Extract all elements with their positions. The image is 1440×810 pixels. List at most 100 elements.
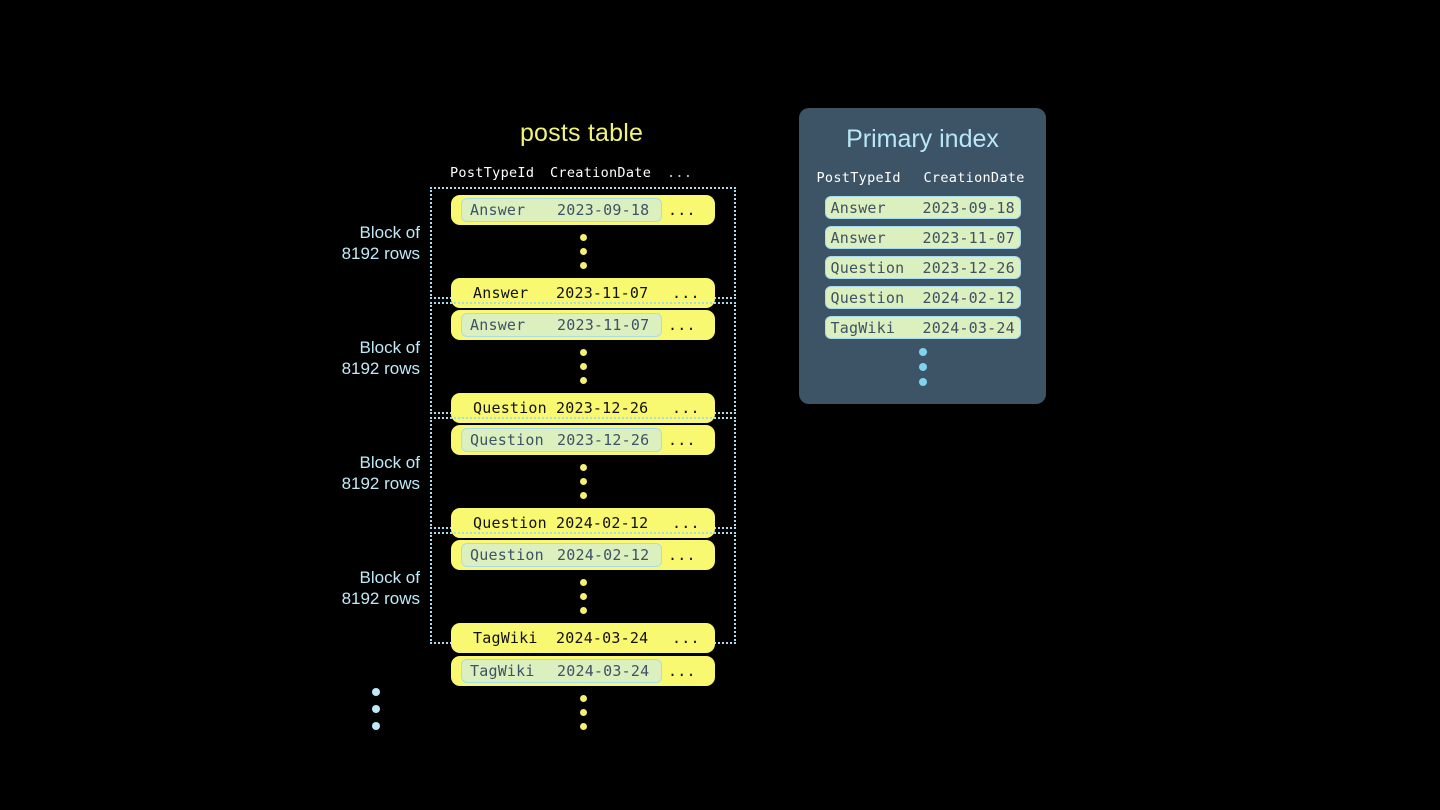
block-label-line1: Block of xyxy=(359,568,420,587)
cell-creationdate: 2024-02-12 xyxy=(922,288,1015,307)
posts-table-title: posts table xyxy=(519,119,644,147)
index-key-highlight: TagWiki 2024-03-24 xyxy=(461,659,662,683)
cell-posttypeid: TagWiki xyxy=(470,662,535,680)
trailing-row-group: TagWiki 2024-03-24 ... xyxy=(430,656,736,730)
table-row[interactable]: Answer 2023-09-18 ... xyxy=(451,195,715,225)
cell-posttypeid: TagWiki xyxy=(830,318,896,337)
cell-ellipsis: ... xyxy=(672,629,700,647)
table-row[interactable]: TagWiki 2024-03-24 ... xyxy=(451,656,715,686)
dot xyxy=(579,593,587,600)
cell-ellipsis: ... xyxy=(668,546,696,564)
row-ellipsis-dots xyxy=(432,464,734,499)
block-group: Block of 8192 rows Question 2023-12-26 .… xyxy=(342,417,736,538)
block-label-line2: 8192 rows xyxy=(341,474,420,493)
cell-creationdate: 2023-12-26 xyxy=(922,258,1015,277)
cell-creationdate: 2023-11-07 xyxy=(556,284,649,302)
cell-posttypeid: Answer xyxy=(470,201,526,219)
cell-ellipsis: ... xyxy=(672,514,700,532)
dot xyxy=(579,464,587,471)
dot xyxy=(579,492,587,499)
index-row[interactable]: Answer 2023-11-07 xyxy=(824,226,1021,249)
index-key-highlight: Question 2024-02-12 xyxy=(461,543,662,567)
index-ellipsis-dots xyxy=(799,348,1046,386)
dot xyxy=(579,349,587,356)
index-key-highlight: Answer 2023-09-18 xyxy=(461,198,662,222)
cell-creationdate: 2023-11-07 xyxy=(922,228,1015,247)
cell-ellipsis: ... xyxy=(668,201,696,219)
block-label-line1: Block of xyxy=(359,338,420,357)
cell-ellipsis: ... xyxy=(668,662,696,680)
index-key-highlight: Question 2023-12-26 xyxy=(461,428,662,452)
dot xyxy=(579,234,587,241)
cell-ellipsis: ... xyxy=(668,316,696,334)
block-label-line2: 8192 rows xyxy=(341,359,420,378)
block-group: Block of 8192 rows Answer 2023-09-18 ...… xyxy=(342,187,736,308)
cell-posttypeid: Answer xyxy=(470,316,526,334)
dot xyxy=(579,363,587,370)
dot xyxy=(372,705,380,713)
cell-posttypeid: Answer xyxy=(830,228,886,247)
block-label: Block of 8192 rows xyxy=(342,452,420,494)
cell-creationdate: 2023-09-18 xyxy=(557,201,650,219)
cell-creationdate: 2023-09-18 xyxy=(922,198,1015,217)
cell-posttypeid: Question xyxy=(830,288,905,307)
cell-posttypeid: Question xyxy=(830,258,905,277)
table-ellipsis-dots xyxy=(430,695,736,730)
cell-creationdate: 2024-03-24 xyxy=(556,629,649,647)
cell-creationdate: 2024-03-24 xyxy=(557,662,650,680)
block-label: Block of 8192 rows xyxy=(342,222,420,264)
cell-posttypeid: Answer xyxy=(830,198,886,217)
index-row[interactable]: Question 2023-12-26 xyxy=(824,256,1021,279)
posts-table-column-headers: PostTypeId CreationDate ... xyxy=(430,165,736,181)
cell-posttypeid: Question xyxy=(473,399,547,417)
row-ellipsis-dots xyxy=(432,349,734,384)
column-header-creationdate: CreationDate xyxy=(550,165,652,181)
primary-index-rows: Answer 2023-09-18 Answer 2023-11-07 Ques… xyxy=(799,196,1046,339)
dot xyxy=(579,695,587,702)
dot xyxy=(579,377,587,384)
column-header-posttypeid: PostTypeId xyxy=(816,170,901,186)
cell-creationdate: 2024-03-24 xyxy=(922,318,1015,337)
table-row[interactable]: Question 2023-12-26 ... xyxy=(451,425,715,455)
dot xyxy=(579,262,587,269)
block-group: Block of 8192 rows Question 2024-02-12 .… xyxy=(342,532,736,653)
table-row[interactable]: Answer 2023-11-07 ... xyxy=(451,310,715,340)
index-row[interactable]: Answer 2023-09-18 xyxy=(824,196,1021,219)
row-ellipsis-dots xyxy=(432,579,734,614)
block-label-line1: Block of xyxy=(359,223,420,242)
cell-creationdate: 2023-12-26 xyxy=(557,431,650,449)
column-header-ellipsis: ... xyxy=(667,165,693,181)
column-header-posttypeid: PostTypeId xyxy=(450,165,535,181)
posts-table-group: posts table PostTypeId CreationDate ... … xyxy=(342,118,736,739)
cell-creationdate: 2024-02-12 xyxy=(556,514,649,532)
block-label-line2: 8192 rows xyxy=(341,244,420,263)
block-label: Block of 8192 rows xyxy=(342,567,420,609)
primary-index-column-headers: PostTypeId CreationDate xyxy=(799,170,1046,186)
block-label: Block of 8192 rows xyxy=(342,337,420,379)
dot xyxy=(579,248,587,255)
index-row[interactable]: Question 2024-02-12 xyxy=(824,286,1021,309)
table-row[interactable]: TagWiki 2024-03-24 ... xyxy=(451,623,715,653)
dot xyxy=(918,348,927,356)
block-label-line1: Block of xyxy=(359,453,420,472)
dot xyxy=(579,709,587,716)
index-row[interactable]: TagWiki 2024-03-24 xyxy=(824,316,1021,339)
dot xyxy=(918,378,927,386)
column-header-creationdate: CreationDate xyxy=(923,170,1025,186)
cell-ellipsis: ... xyxy=(672,284,700,302)
dot xyxy=(918,363,927,371)
dot xyxy=(579,607,587,614)
blocks-container: Block of 8192 rows Answer 2023-09-18 ...… xyxy=(342,187,736,730)
table-row[interactable]: Question 2024-02-12 ... xyxy=(451,540,715,570)
cell-posttypeid: Question xyxy=(470,546,544,564)
dot xyxy=(372,688,380,696)
cell-creationdate: 2024-02-12 xyxy=(557,546,650,564)
cell-posttypeid: Question xyxy=(470,431,544,449)
row-ellipsis-dots xyxy=(432,234,734,269)
block-label-line2: 8192 rows xyxy=(341,589,420,608)
cell-creationdate: 2023-12-26 xyxy=(556,399,649,417)
cell-posttypeid: TagWiki xyxy=(473,629,538,647)
cell-posttypeid: Answer xyxy=(473,284,529,302)
index-key-highlight: Answer 2023-11-07 xyxy=(461,313,662,337)
cell-ellipsis: ... xyxy=(668,431,696,449)
